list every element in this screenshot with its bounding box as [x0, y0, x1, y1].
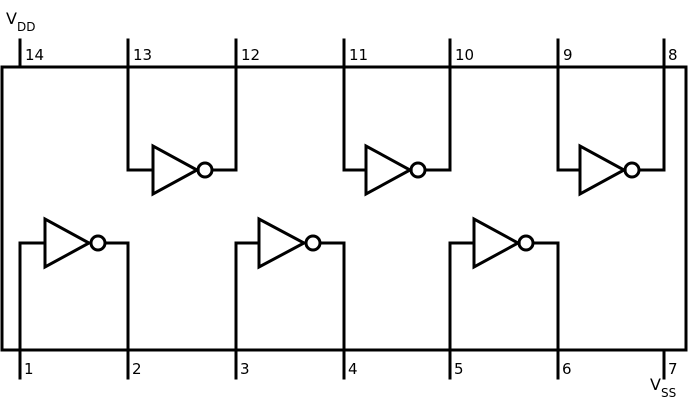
pin-13-label: 13 [133, 46, 152, 64]
inverter-bubble [304, 234, 322, 252]
wire-pin-10 [423, 65, 452, 172]
pin-4-label: 4 [348, 360, 358, 378]
pin-2-label: 2 [132, 360, 142, 378]
inverter-1-2 [18, 216, 130, 352]
inverter-triangle [472, 216, 522, 270]
pin-14-label: 14 [25, 46, 44, 64]
pin-6-label: 6 [562, 360, 572, 378]
wire-pin-9 [556, 65, 582, 172]
wire-pin-5 [448, 241, 476, 352]
pin-9-label: 9 [563, 46, 573, 64]
inverter-3-4 [234, 216, 346, 352]
pin-11-label: 11 [349, 46, 368, 64]
inverter-5-6 [448, 216, 560, 352]
wire-pin-13 [126, 65, 155, 172]
inverter-triangle [151, 143, 201, 197]
wire-pin-2 [103, 241, 130, 352]
inverter-triangle [364, 143, 414, 197]
wire-pin-3 [234, 241, 261, 352]
inverter-triangle [43, 216, 93, 270]
pin-10-label: 10 [455, 46, 474, 64]
vdd-label: VDD [6, 9, 35, 34]
wire-pin-6 [531, 241, 560, 352]
pin-12-label: 12 [241, 46, 260, 64]
pin-1-label: 1 [24, 360, 34, 378]
inverter-11-10 [342, 65, 452, 197]
inverter-13-12 [126, 65, 238, 197]
vss-label: VSS [650, 375, 676, 400]
inverter-triangle [578, 143, 628, 197]
inverter-triangle [257, 216, 308, 270]
pin-8-label: 8 [668, 46, 678, 64]
wire-pin-12 [210, 65, 238, 172]
pin-5-label: 5 [454, 360, 464, 378]
inverter-bubble [89, 234, 107, 252]
wire-pin-1 [18, 241, 47, 352]
pin-3-label: 3 [240, 360, 250, 378]
inverter-9-8 [556, 65, 666, 197]
wire-pin-8 [637, 65, 666, 172]
pin-7-label: 7 [668, 360, 678, 378]
wire-pin-11 [342, 65, 368, 172]
wire-pin-4 [318, 241, 346, 352]
